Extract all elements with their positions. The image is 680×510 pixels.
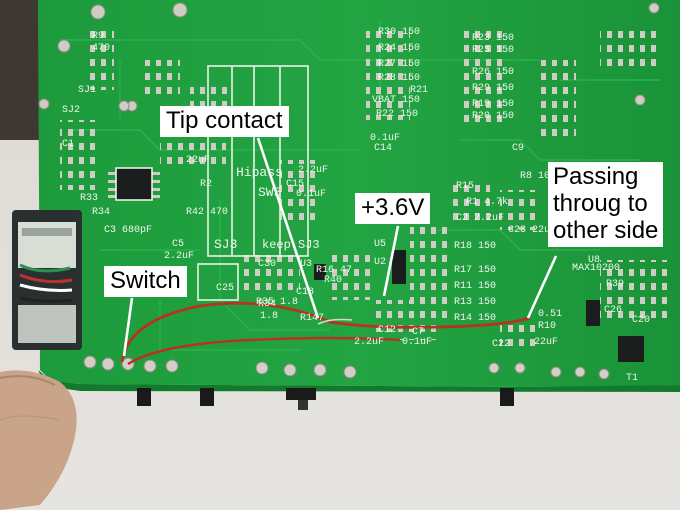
silk-bot-10: R10: [538, 321, 556, 332]
silk-mid-17: C23 22uF: [508, 225, 556, 236]
silk-top-17: C1: [62, 139, 74, 150]
silk-mid-4: Hipass: [236, 165, 283, 180]
silk-bot-0: R34: [258, 299, 276, 310]
silk-mid-23: R35 1.8: [256, 297, 298, 308]
silk-bot-2: R147: [300, 313, 324, 324]
chip-t1: [618, 336, 644, 362]
silk-top-2: R24 150: [378, 43, 420, 54]
silk-bot-11: MAX10200: [572, 263, 620, 274]
callout-tip-contact: Tip contact: [160, 106, 289, 137]
silk-top-6: R28 150: [378, 73, 420, 84]
silk-bot-8: 22uF: [534, 337, 558, 348]
callout-pointers: [122, 137, 558, 357]
silk-top-10: R22 150: [376, 109, 418, 120]
silk-mid-20: R11 150: [454, 281, 496, 292]
silk-mid-7: keep SJ3: [262, 238, 320, 252]
callout-passing-line-1: Passing: [553, 163, 639, 190]
silk-top-19: R34: [92, 207, 110, 218]
callout-voltage: +3.6V: [355, 193, 431, 224]
silk-top-13: R9: [92, 31, 104, 42]
callout-passing-line-2: throug to: [553, 189, 648, 217]
silk-mid-25: 2.2uF: [164, 251, 194, 262]
silk-mid-18: R18 150: [454, 241, 496, 252]
silk-top-7: R29 150: [472, 83, 514, 94]
silk-mid-8: C15: [286, 179, 304, 190]
silk-mid-31: U2: [374, 257, 386, 268]
silk-bot-15: C20: [632, 315, 650, 326]
callout-switch: Switch: [104, 266, 187, 297]
silk-bot-9: 0.51: [538, 309, 562, 320]
jumper-wire: [120, 301, 531, 363]
silk-mid-19: R17 150: [454, 265, 496, 276]
silk-mid-29: R16 47: [316, 265, 352, 276]
silk-mid-27: C30: [258, 259, 276, 270]
silk-mid-21: R13 150: [454, 297, 496, 308]
callout-passing-through: Passing throug to other side: [548, 162, 664, 247]
silk-bot-12: U8: [588, 255, 600, 266]
silk-top-8: R21: [410, 85, 428, 96]
silk-top-18: R33: [80, 193, 98, 204]
silk-top-20: C9: [512, 143, 524, 154]
silk-mid-10: 2.2uF: [298, 165, 328, 176]
silk-bot-6: 0.1uF: [402, 337, 432, 348]
silk-bot-13: R39: [606, 279, 624, 290]
silk-mid-30: R40: [324, 275, 342, 286]
silk-bot-1: 1.8: [260, 311, 278, 322]
silk-mid-6: SJ3: [214, 237, 237, 252]
silk-mid-2: R2: [200, 179, 212, 190]
silk-top-21: R8 10k: [520, 170, 556, 182]
finger: [0, 370, 77, 510]
silk-mid-14: R15: [456, 181, 474, 192]
silk-mid-5: SW5: [258, 185, 281, 200]
silk-mid-0: C3 680pF: [104, 225, 152, 236]
silk-mid-22: R14 150: [454, 313, 496, 324]
silk-mid-1: R42 470: [186, 207, 228, 218]
silk-top-4: R27 150: [378, 59, 420, 70]
silk-bot-14: C26: [604, 305, 622, 316]
silk-top-5: R26 150: [472, 67, 514, 78]
chip-u8: [586, 300, 600, 326]
silk-top-12: R20 150: [472, 111, 514, 122]
silk-mid-16: C2 2.2uF: [456, 213, 504, 224]
silk-top-9: VBAT 150: [372, 95, 420, 106]
silk-mid-24: C5: [172, 239, 184, 250]
silk-top-16: SJ2: [62, 105, 80, 116]
silk-bot-7: C22: [492, 339, 510, 350]
silk-mid-13: 0.1uF: [370, 133, 400, 144]
silk-top-0: R30 150: [378, 27, 420, 38]
silk-mid-32: U5: [374, 239, 386, 250]
chip-u2: [392, 250, 406, 284]
silk-mid-11: C14: [374, 143, 392, 154]
chip-u1: [116, 168, 152, 200]
silk-top-3: R25 150: [472, 45, 514, 56]
silk-mid-15: R1 4.7k: [466, 196, 508, 208]
silk-top-14: 470: [92, 43, 110, 54]
silk-top-11: R19 150: [472, 99, 514, 110]
silk-bot-3: C12: [378, 325, 396, 336]
silk-mid-33: U3: [300, 259, 312, 270]
callout-passing-line-3: other side: [553, 216, 659, 244]
silk-top-15: SJ1: [78, 85, 96, 96]
silk-bot-16: T1: [626, 373, 638, 384]
silk-mid-26: C25: [216, 283, 234, 294]
silk-mid-3: 22uF: [186, 155, 210, 166]
silk-top-1: R23 150: [472, 33, 514, 44]
silk-mid-28: C18: [296, 287, 314, 298]
silk-bot-5: 2.2uF: [354, 337, 384, 348]
silk-mid-9: 0.1uF: [296, 189, 326, 200]
silk-bot-4: C7: [412, 327, 424, 338]
